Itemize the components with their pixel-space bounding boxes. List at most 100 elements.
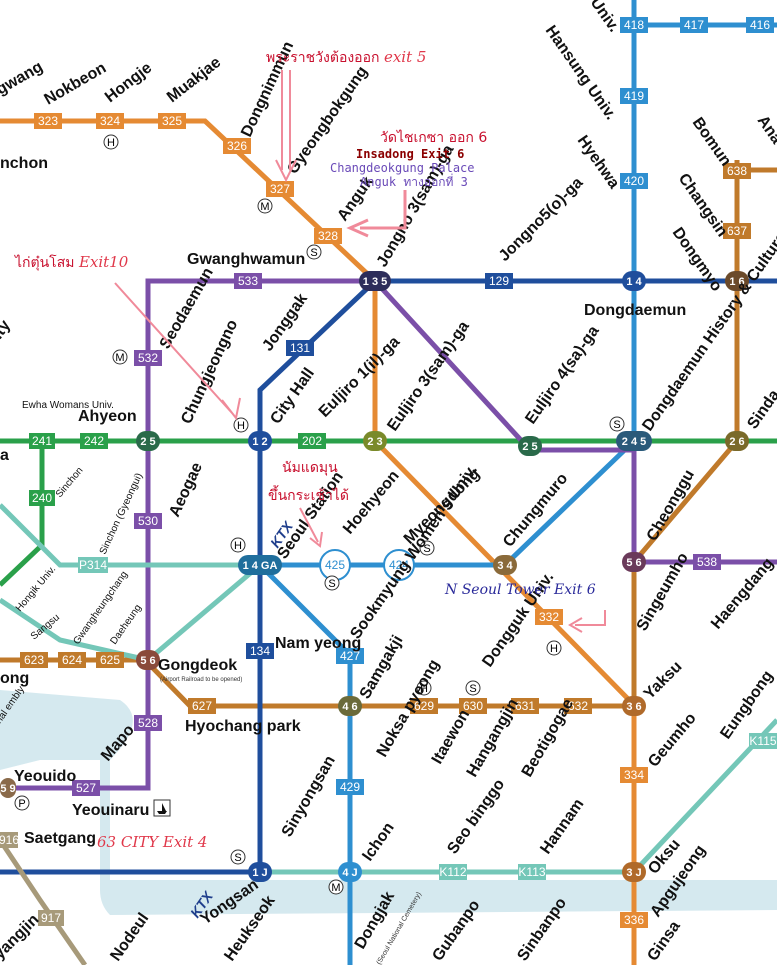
code-631: 631 bbox=[511, 698, 539, 714]
shopping-icon: S bbox=[465, 680, 481, 696]
svg-text:627: 627 bbox=[192, 699, 212, 713]
annotations: พระราชวังต้องออก exit 5 วัดไชเกซา ออก 6 … bbox=[14, 48, 606, 851]
mart-icon: M bbox=[112, 349, 128, 365]
svg-text:5 6: 5 6 bbox=[626, 557, 641, 569]
svg-text:326: 326 bbox=[227, 139, 247, 153]
svg-text:425: 425 bbox=[325, 558, 345, 572]
code-325: 325 bbox=[158, 113, 186, 129]
ferry-icon bbox=[153, 799, 171, 817]
code-420: 420 bbox=[620, 173, 648, 189]
station-nodeul: Nodeul bbox=[107, 910, 152, 964]
station-aeogae: Aeogae bbox=[166, 460, 206, 520]
station-hansung: Hansung Univ. bbox=[542, 23, 619, 124]
station-ong: ong bbox=[0, 670, 29, 687]
station-yangjin: yangjin bbox=[0, 911, 42, 963]
svg-text:P: P bbox=[18, 798, 25, 810]
annotation-nseoul: N Seoul Tower Exit 6 bbox=[444, 582, 596, 598]
svg-text:S: S bbox=[423, 543, 430, 555]
svg-text:416: 416 bbox=[750, 18, 770, 32]
svg-text:424: 424 bbox=[389, 558, 409, 572]
annotation-arrow bbox=[114, 282, 241, 421]
station-samgakji: Samgakji bbox=[357, 633, 407, 702]
hospital-icon: H bbox=[233, 417, 249, 433]
svg-text:S: S bbox=[328, 578, 335, 590]
annotation-arrow bbox=[275, 70, 297, 183]
svg-text:632: 632 bbox=[568, 699, 588, 713]
station-nchon: nchon bbox=[0, 155, 48, 172]
svg-text:131: 131 bbox=[290, 341, 310, 355]
svg-text:538: 538 bbox=[697, 555, 717, 569]
annotation-arrow bbox=[299, 507, 323, 548]
transfer-cheonggu: 5 6 bbox=[622, 552, 646, 572]
station-bomun: Bomun bbox=[689, 115, 735, 170]
svg-text:H: H bbox=[420, 683, 428, 695]
code-425: 425 bbox=[319, 549, 351, 581]
station-ahyeon: Ahyeon bbox=[78, 408, 137, 425]
transfer-oksu: 3 J bbox=[622, 862, 646, 882]
transfer-yongsan: 1 J bbox=[248, 862, 272, 882]
code-129: 129 bbox=[485, 273, 513, 289]
code-K113: K113 bbox=[518, 864, 546, 880]
transfer-euljiro3: 2 3 bbox=[363, 431, 387, 451]
svg-text:623: 623 bbox=[24, 653, 44, 667]
transfer-samgakji: 4 6 bbox=[338, 696, 362, 716]
station-daeheung: Daeheung bbox=[108, 603, 143, 647]
station-gwang: gwang bbox=[0, 58, 46, 98]
code-427: 427 bbox=[336, 648, 364, 664]
annotation-arrow bbox=[346, 190, 407, 238]
station-dongdaemun: Dongdaemun bbox=[584, 302, 686, 319]
transfer-yaksu: 3 6 bbox=[622, 696, 646, 716]
svg-text:4 J: 4 J bbox=[342, 867, 357, 879]
annotation-63city: 63 CITY Exit 4 bbox=[97, 833, 207, 851]
svg-text:530: 530 bbox=[138, 514, 158, 528]
station-a: a bbox=[0, 447, 9, 464]
shopping-icon: S bbox=[419, 540, 435, 556]
shopping-icon: S bbox=[230, 849, 246, 865]
svg-text:2 4 5: 2 4 5 bbox=[622, 436, 646, 448]
svg-text:M: M bbox=[260, 201, 269, 213]
code-328: 328 bbox=[314, 228, 342, 244]
shopping-icon: S bbox=[306, 244, 322, 260]
annotation-wat: วัดไชเกซา ออก 6 bbox=[380, 129, 487, 146]
station-muakjae: Muakjae bbox=[164, 54, 224, 106]
code-241: 241 bbox=[29, 433, 55, 449]
svg-text:1 3 5: 1 3 5 bbox=[363, 276, 387, 288]
shopping-icon: S bbox=[324, 575, 340, 591]
code-131: 131 bbox=[286, 340, 314, 356]
code-528: 528 bbox=[134, 715, 162, 731]
code-424: 424 bbox=[383, 549, 415, 581]
code-637: 637 bbox=[723, 223, 751, 239]
annotation-kai: ไก่ตุ๋นโสม Exit10 bbox=[14, 253, 129, 271]
transfer-stations: 1 3 5 1 4 1 6 2 5 1 2 2 3 2 5 2 4 5 2 6 … bbox=[0, 271, 749, 882]
code-327: 327 bbox=[266, 181, 294, 197]
code-134: 134 bbox=[246, 643, 274, 659]
station-saetgang: Saetgang bbox=[24, 830, 96, 847]
code-527: 527 bbox=[72, 780, 100, 796]
svg-text:1 4: 1 4 bbox=[626, 276, 642, 288]
transfer-yeouido: 5 9 bbox=[0, 778, 16, 798]
station-ity: ity bbox=[0, 317, 14, 342]
transfer-ddp: 2 4 5 bbox=[616, 431, 652, 451]
transfer-seoul-station: 1 4 GA bbox=[238, 555, 282, 575]
svg-text:1 J: 1 J bbox=[252, 867, 267, 879]
svg-text:324: 324 bbox=[100, 114, 120, 128]
code-624: 624 bbox=[58, 652, 86, 668]
code-332: 332 bbox=[535, 609, 563, 625]
station-hyochang: Hyochang park bbox=[185, 718, 301, 735]
annotation-namdaemun: นัมแดมุน bbox=[282, 460, 338, 476]
transfer-sinda: 2 6 bbox=[725, 431, 749, 451]
code-627: 627 bbox=[188, 698, 216, 714]
transfer-ichon: 4 J bbox=[338, 862, 362, 882]
svg-text:M: M bbox=[331, 882, 340, 894]
svg-text:S: S bbox=[310, 247, 317, 259]
annotation-palace-exit5: พระราชวังต้องออก exit 5 bbox=[266, 48, 426, 66]
station-cheonggu: Cheonggu bbox=[644, 467, 698, 544]
station-euljiro4: Euljiro 4(sa)-ga bbox=[522, 323, 602, 428]
svg-text:H: H bbox=[550, 643, 558, 655]
svg-text:637: 637 bbox=[727, 224, 747, 238]
code-240: 240 bbox=[29, 490, 55, 506]
code-629: 629 bbox=[410, 698, 438, 714]
station-jongno5: Jongno5(o)-ga bbox=[496, 174, 587, 265]
svg-text:328: 328 bbox=[318, 229, 338, 243]
